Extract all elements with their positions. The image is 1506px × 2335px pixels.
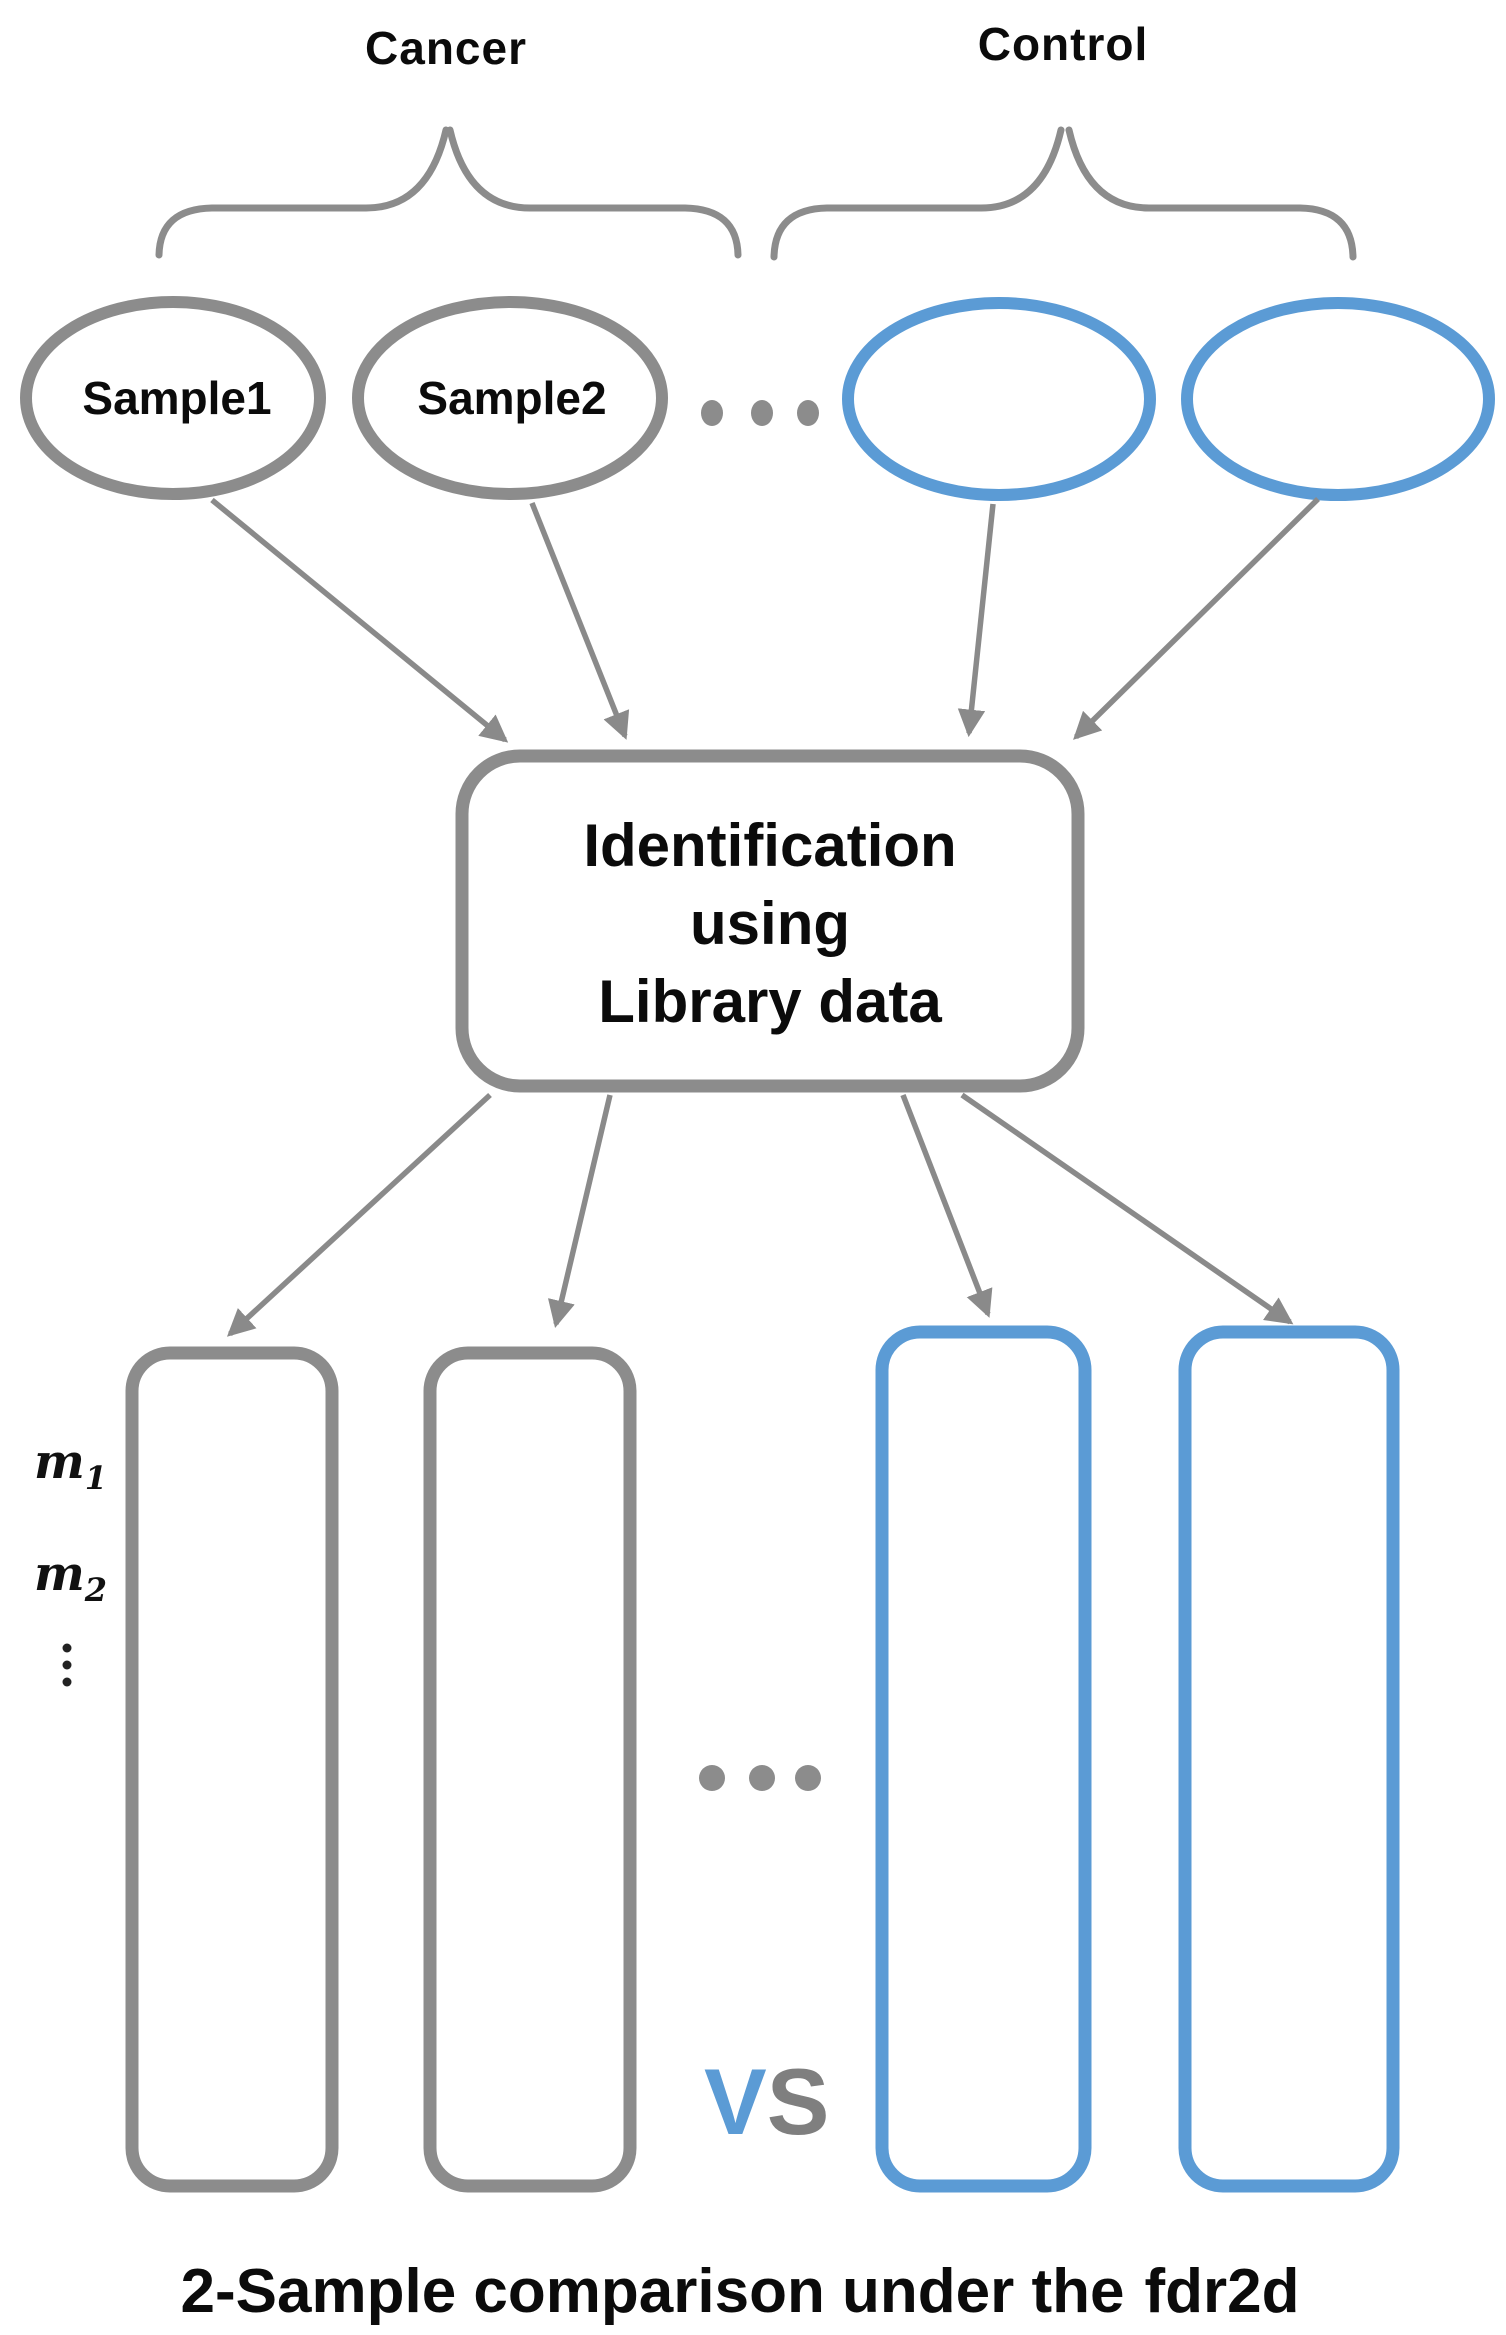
identification-box-line2: using [690, 890, 850, 957]
vs-letter-s: S [767, 2049, 830, 2154]
m1-base: m [34, 1434, 85, 1490]
control-sample-ellipse-2 [1181, 297, 1495, 501]
control-brace [770, 126, 1357, 261]
sample1-ellipse [20, 296, 326, 500]
control-data-column-1 [875, 1325, 1092, 2193]
row-label-m2: m2 [34, 1546, 107, 1609]
sample2-ellipse [352, 296, 668, 500]
ellipsis-top-icon [701, 400, 819, 426]
control-group-label: Control [978, 18, 1149, 70]
caption: 2-Sample comparison under the fdr2d [181, 2257, 1300, 2326]
control-sample-ellipse-1 [842, 297, 1156, 501]
identification-box [455, 749, 1085, 1093]
arrow-box-to-column1 [226, 1092, 492, 1337]
m1-subscript: 1 [85, 1459, 107, 1497]
m2-base: m [34, 1546, 85, 1602]
arrow-box-to-column3 [900, 1094, 993, 1318]
arrow-control2-to-box [1073, 497, 1320, 740]
arrows-to-columns [226, 1092, 1294, 1337]
cancer-data-column-2 [423, 1346, 637, 2193]
vs-letter-v: V [704, 2049, 767, 2154]
cancer-brace [155, 126, 742, 259]
ellipsis-middle-icon [699, 1765, 821, 1791]
arrow-sample2-to-box [529, 501, 630, 740]
identification-box-line1: Identification [583, 812, 956, 879]
m2-subscript: 2 [84, 1571, 107, 1609]
arrow-control1-to-box [957, 503, 996, 738]
cancer-group-label: Cancer [365, 22, 527, 74]
sample1-label: Sample1 [82, 372, 271, 424]
control-data-column-2 [1178, 1325, 1400, 2193]
arrows-to-identification [210, 497, 1320, 743]
vs-label: VS [704, 2049, 829, 2154]
identification-box-line3: Library data [598, 968, 942, 1035]
arrow-box-to-column2 [547, 1094, 613, 1329]
vertical-ellipsis-icon [62, 1643, 72, 1687]
arrow-box-to-column4 [960, 1092, 1294, 1325]
caption-main: 2-Sample comparison under the [181, 2257, 1125, 2326]
cancer-data-column-1 [125, 1346, 339, 2193]
arrow-sample1-to-box [210, 497, 509, 743]
row-label-m1: m1 [34, 1434, 107, 1497]
sample2-label: Sample2 [417, 372, 606, 424]
caption-term: fdr2d [1145, 2257, 1300, 2326]
